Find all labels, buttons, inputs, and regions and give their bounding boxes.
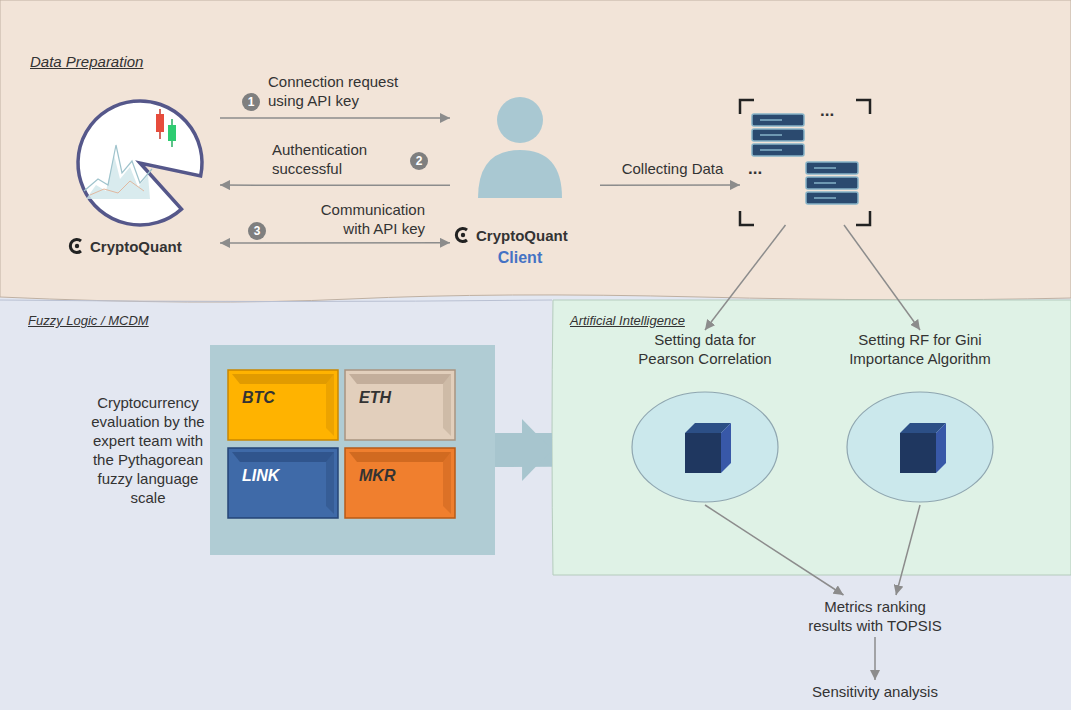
method-ellipse-text: Setting data for Pearson Correlation xyxy=(630,330,780,368)
data-source-text: CryptoQuant xyxy=(90,237,220,256)
callout-number: 3 xyxy=(248,222,266,240)
data-store-text: ... xyxy=(820,100,834,121)
callout-number: 2 xyxy=(410,152,428,170)
block-arrow xyxy=(495,433,552,467)
flow-arrow xyxy=(874,637,876,680)
brand-icon xyxy=(68,237,86,255)
result-step: Sensitivity analysis xyxy=(800,680,950,703)
flow-arrow xyxy=(220,184,450,186)
data-store-text: ... xyxy=(748,158,762,179)
client-actor-text: Client xyxy=(485,248,555,268)
client-actor-text: CryptoQuant xyxy=(476,226,600,245)
flow-arrow xyxy=(220,242,450,244)
crypto-box: ETH xyxy=(345,370,455,440)
edge-label: Collecting Data xyxy=(610,159,735,178)
crypto-box-text: BTC xyxy=(242,388,275,408)
section-band: Artificial IntelligenceSetting data for … xyxy=(552,300,1071,575)
callout-number: 1 xyxy=(242,93,260,111)
flow-arrow xyxy=(705,225,786,330)
flow-arrow xyxy=(220,117,450,119)
client-actor: CryptoQuantClient xyxy=(450,80,600,275)
edge-label: Communication with API key xyxy=(300,200,425,238)
flow-arrow xyxy=(600,184,740,186)
data-store: ...... xyxy=(740,100,870,225)
brand-icon xyxy=(454,226,472,244)
edge-label: Connection request using API key xyxy=(268,72,418,110)
method-ellipse: Setting data for Pearson Correlation xyxy=(620,330,790,505)
crypto-box-text: ETH xyxy=(359,388,391,408)
flow-arrow xyxy=(844,225,920,330)
section-band: Fuzzy Logic / MCDM Cryptocurrency evaluat… xyxy=(0,300,552,710)
edge-label: Authentication successful xyxy=(272,140,412,178)
result-step: Metrics ranking results with TOPSIS xyxy=(770,595,980,637)
crypto-box-text: LINK xyxy=(242,466,279,486)
evaluation-panel-text: Cryptocurrency evaluation by the expert … xyxy=(90,393,206,507)
crypto-box-text: MKR xyxy=(359,466,395,486)
section-band: Data PreparationCryptoQuantCryptoQuantCl… xyxy=(0,0,1071,298)
node-illustration xyxy=(450,80,600,275)
crypto-box: BTC xyxy=(228,370,338,440)
result-step-text: Metrics ranking results with TOPSIS xyxy=(800,595,950,637)
result-step-text: Sensitivity analysis xyxy=(800,680,950,703)
method-ellipse-text: Setting RF for Gini Importance Algorithm xyxy=(832,330,1008,368)
section-band-text: Fuzzy Logic / MCDM xyxy=(28,312,149,329)
evaluation-panel: Cryptocurrency evaluation by the expert … xyxy=(210,345,495,555)
crypto-box: MKR xyxy=(345,448,455,518)
section-band-text: Artificial Intelligence xyxy=(570,312,685,329)
data-source: CryptoQuant xyxy=(60,95,220,265)
crypto-box: LINK xyxy=(228,448,338,518)
method-ellipse: Setting RF for Gini Importance Algorithm xyxy=(810,330,1030,505)
flow-arrow xyxy=(705,505,844,595)
section-band-text: Data Preparation xyxy=(30,52,143,71)
flow-arrow xyxy=(896,505,920,595)
